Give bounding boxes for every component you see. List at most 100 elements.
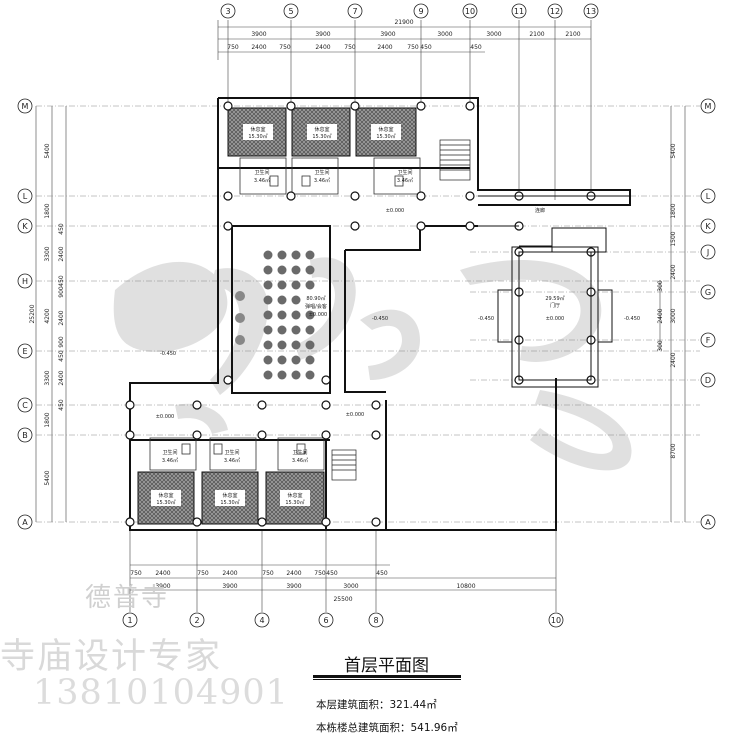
pavilion: [497, 227, 613, 388]
top-total-dim: 21900: [394, 19, 413, 26]
toilet-area: 3.46㎡: [292, 457, 308, 464]
room-area: 15.30㎡: [376, 133, 395, 140]
hall-level: ±0.000: [309, 312, 328, 318]
room-area: 15.30㎡: [312, 133, 331, 140]
left-detail: 450: [58, 350, 65, 362]
axis-right-M: M: [705, 102, 712, 111]
top-detail: 450: [420, 44, 432, 51]
axis-bubbles: [17, 3, 716, 628]
room-label-boxes: [151, 124, 401, 506]
bottom-detail: 750: [314, 570, 326, 577]
left-detail: 2400: [58, 310, 65, 325]
hall-seating: [235, 250, 315, 380]
axis-left-H: H: [22, 277, 28, 286]
left-detail: 450: [58, 223, 65, 235]
toilet-area: 3.46㎡: [162, 457, 178, 464]
bottom-detail: 2400: [286, 570, 301, 577]
bottom-dim: 3000: [343, 583, 358, 590]
bottom-dim: 3900: [155, 583, 170, 590]
pavilion-name: 门厅: [550, 302, 560, 309]
left-dim: 4200: [44, 308, 51, 323]
toilet-area: 3.46㎡: [224, 457, 240, 464]
axis-labels: 3 5 7 9 10 11 12 13 1 2 4 6 8 10 M L K H…: [22, 7, 712, 625]
room-label: 休息室: [314, 126, 329, 133]
bottom-dim: 10800: [456, 583, 475, 590]
bottom-detail: 2400: [222, 570, 237, 577]
room-labels: 休息室 15.30㎡ 休息室 15.30㎡ 休息室 15.30㎡ 休息室 15.…: [156, 126, 640, 506]
axis-top-5: 5: [288, 7, 293, 16]
level-mark: -0.450: [478, 316, 494, 322]
axis-top-13: 13: [586, 7, 596, 16]
corridor-label: 连廊: [535, 207, 545, 214]
toilets: [149, 157, 421, 471]
bottom-detail: 2400: [155, 570, 170, 577]
top-dimension-lines: [217, 20, 592, 200]
axis-right-K: K: [705, 222, 711, 231]
left-dim: 1800: [44, 203, 51, 218]
bottom-detail: 750: [130, 570, 142, 577]
left-detail: 450: [58, 275, 65, 287]
axis-top-3: 3: [225, 7, 230, 16]
level-mark: -0.450: [160, 351, 176, 357]
left-dim: 5400: [44, 143, 51, 158]
top-detail: 2400: [251, 44, 266, 51]
left-detail: 900: [58, 336, 65, 348]
columns: [125, 101, 596, 527]
axis-left-C: C: [22, 401, 28, 410]
top-detail: 2400: [315, 44, 330, 51]
title-underline: [313, 675, 461, 678]
bottom-dimension-text: 750 2400 750 2400 750 2400 750 450 450 3…: [130, 570, 475, 603]
left-detail: 2400: [58, 370, 65, 385]
axis-bottom-2: 2: [194, 616, 199, 625]
watermark-phone: 13810104901: [33, 673, 289, 713]
level-mark: -0.450: [372, 316, 388, 322]
top-detail: 2400: [377, 44, 392, 51]
side-dimension-lines: [35, 106, 686, 522]
room-area: 15.30㎡: [156, 499, 175, 506]
left-dim: 3300: [44, 246, 51, 261]
left-detail: 2400: [58, 246, 65, 261]
room-label: 休息室: [158, 492, 173, 499]
axis-left-B: B: [22, 431, 28, 440]
toilet-label: 卫生间: [292, 449, 307, 456]
axis-bottom-10: 10: [551, 616, 561, 625]
right-detail: 2400: [657, 308, 664, 323]
top-dimension-text: 21900 3900 3900 3900 3000 3000 2100 2100…: [227, 19, 581, 51]
drawing-title: 首层平面图: [344, 656, 429, 676]
axis-right-G: G: [705, 288, 711, 297]
toilet-area: 3.46㎡: [314, 177, 330, 184]
axis-bottom-8: 8: [373, 616, 378, 625]
axis-top-9: 9: [418, 7, 423, 16]
axis-bottom-6: 6: [323, 616, 328, 625]
left-total-dim: 25200: [29, 304, 36, 323]
axis-right-L: L: [706, 192, 711, 201]
right-dim: 2400: [670, 352, 677, 367]
bottom-detail: 750: [262, 570, 274, 577]
bottom-detail: 450: [376, 570, 388, 577]
level-mark: ±0.000: [346, 412, 365, 418]
bottom-detail: 750: [197, 570, 209, 577]
axis-top-10: 10: [465, 7, 475, 16]
top-detail: 750: [279, 44, 291, 51]
axis-left-L: L: [23, 192, 28, 201]
toilet-label: 卫生间: [397, 169, 412, 176]
bottom-total-dim: 25500: [333, 596, 352, 603]
toilet-area: 3.46㎡: [397, 177, 413, 184]
watermark-name: 德普寺: [85, 583, 170, 613]
bottom-dimension-lines: [129, 530, 557, 612]
room-label: 休息室: [250, 126, 265, 133]
hall-area: 80.90㎡: [306, 295, 325, 302]
left-dimension-text: 5400 1800 3300 4200 3300 1800 5400 25200…: [29, 143, 65, 485]
axis-left-M: M: [22, 102, 29, 111]
pavilion-area: 29.59㎡: [545, 295, 564, 302]
level-mark: ±0.000: [156, 414, 175, 420]
left-dim: 3300: [44, 370, 51, 385]
axis-top-11: 11: [514, 7, 524, 16]
left-dim: 1800: [44, 412, 51, 427]
total-area-text: 本栋楼总建筑面积：541.96㎡: [316, 722, 458, 734]
top-dim: 2100: [529, 31, 544, 38]
right-dim: 8700: [670, 443, 677, 458]
axis-top-12: 12: [550, 7, 560, 16]
right-dim: 2400: [670, 264, 677, 279]
